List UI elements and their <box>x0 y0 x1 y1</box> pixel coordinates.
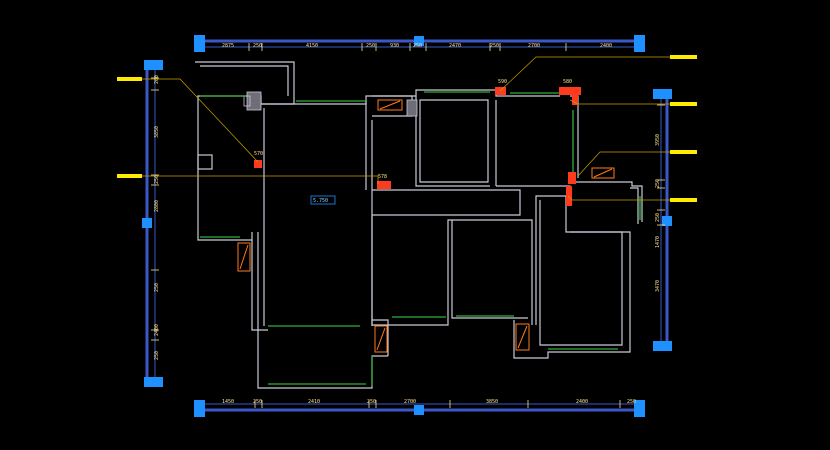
dim-top: 250 <box>413 43 422 49</box>
marker <box>414 36 424 46</box>
highlight-marker <box>254 160 262 168</box>
detail-dim: 578 <box>378 174 387 180</box>
dimension-ticks <box>151 43 665 408</box>
dim-bottom: 2400 <box>576 399 588 405</box>
dim-top: 930 <box>390 43 399 49</box>
dim-right: 3950 <box>655 134 661 146</box>
marker <box>194 400 205 417</box>
callout-left-top <box>117 77 142 81</box>
dim-bottom: 1450 <box>222 399 234 405</box>
highlight-marker <box>572 93 578 105</box>
columns <box>243 91 418 117</box>
callout-right-3 <box>670 150 697 154</box>
highlight-marker <box>566 186 572 206</box>
callout-right-1 <box>670 55 697 59</box>
dim-bottom: 3850 <box>486 399 498 405</box>
dim-bottom: 2410 <box>308 399 320 405</box>
dim-left: 250 <box>154 175 160 184</box>
leader-lines <box>142 56 670 201</box>
highlight-markers <box>254 87 581 206</box>
callout-bars <box>117 55 697 202</box>
marker <box>144 377 163 387</box>
marker <box>634 35 645 52</box>
room-tag: 5.750 <box>310 195 336 205</box>
dim-top: 4150 <box>306 43 318 49</box>
dim-right: 1470 <box>655 236 661 248</box>
marker <box>653 89 672 99</box>
dim-bottom: 250 <box>253 399 262 405</box>
windows <box>200 91 641 386</box>
dim-top: 2470 <box>449 43 461 49</box>
dim-right: 250 <box>655 179 661 188</box>
highlight-marker <box>568 172 576 184</box>
shaft <box>515 323 530 351</box>
marker <box>662 216 672 226</box>
shaft <box>237 242 251 272</box>
dimension-markers <box>142 35 672 417</box>
shaft <box>374 325 388 353</box>
shaft <box>591 167 615 179</box>
dim-left: 2400 <box>154 324 160 336</box>
duct-shafts <box>237 99 615 353</box>
dim-top: 250 <box>366 43 375 49</box>
dim-left: 200 <box>154 75 160 84</box>
dim-top: 2400 <box>600 43 612 49</box>
dim-left: 250 <box>154 351 160 360</box>
marker <box>194 35 205 52</box>
callout-right-4 <box>670 198 697 202</box>
highlight-marker <box>377 181 391 189</box>
dim-left: 3850 <box>154 126 160 138</box>
detail-dim: 580 <box>563 79 572 85</box>
marker <box>142 218 152 228</box>
dim-right: 3470 <box>655 280 661 292</box>
dim-top: 2875 <box>222 43 234 49</box>
shaft <box>377 99 403 111</box>
dim-top: 2700 <box>528 43 540 49</box>
dim-left: 2800 <box>154 200 160 212</box>
marker <box>144 60 163 70</box>
dim-left: 250 <box>154 283 160 292</box>
highlight-marker <box>559 87 581 95</box>
marker <box>634 400 645 417</box>
dim-top: 250 <box>253 43 262 49</box>
room-tag-label: 5.750 <box>313 198 328 204</box>
marker <box>414 405 424 415</box>
detail-dim: 590 <box>498 79 507 85</box>
detail-dim: 570 <box>254 151 263 157</box>
dim-top: 250 <box>490 43 499 49</box>
callout-left-mid <box>117 174 142 178</box>
callout-right-2 <box>670 102 697 106</box>
dim-bottom: 250 <box>627 399 636 405</box>
dim-bottom: 250 <box>367 399 376 405</box>
detail-dims: 590 580 570 578 <box>254 79 572 180</box>
dimension-texts: 2875 250 4150 250 930 250 2470 250 2700 … <box>154 43 661 405</box>
dim-bottom: 2700 <box>404 399 416 405</box>
dim-right: 250 <box>655 213 661 222</box>
marker <box>653 341 672 351</box>
walls <box>195 61 643 389</box>
